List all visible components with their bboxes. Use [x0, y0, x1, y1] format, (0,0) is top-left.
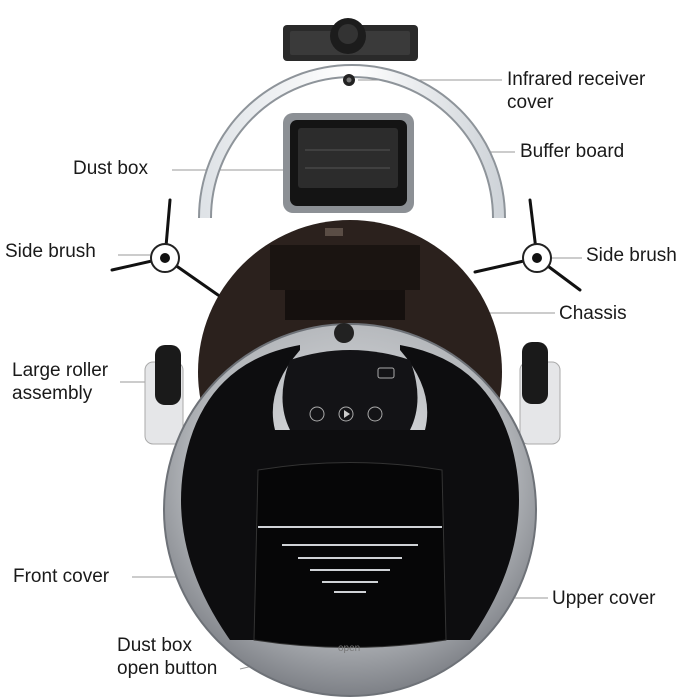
label-front-cover: Front cover — [13, 566, 110, 587]
label-line: Dust box — [117, 635, 192, 656]
label-dust-box-open-button: Dust box open button — [117, 634, 217, 680]
label-upper-cover: Upper cover — [552, 588, 656, 609]
side-brush-left — [110, 198, 220, 297]
label-line: Infrared receiver — [507, 69, 646, 90]
label-side-brush-left: Side brush — [5, 241, 96, 262]
open-button-text: open — [338, 643, 360, 654]
buffer-board — [198, 64, 506, 219]
label-dust-box: Dust box — [73, 158, 148, 179]
infrared-receiver-cover — [283, 18, 418, 61]
label-chassis: Chassis — [559, 303, 627, 324]
label-infrared-receiver-cover: Infrared receiver cover — [507, 68, 645, 114]
side-brush-right — [473, 198, 582, 292]
label-buffer-board: Buffer board — [520, 141, 625, 162]
large-roller-left — [144, 345, 184, 445]
label-line: assembly — [12, 383, 93, 404]
front-cover — [253, 462, 447, 648]
large-roller-right — [519, 342, 561, 445]
label-large-roller-assembly: Large roller assembly — [12, 359, 108, 405]
label-line: open button — [117, 658, 218, 679]
label-line: cover — [507, 92, 554, 113]
label-line: Large roller — [12, 360, 109, 381]
dust-box — [283, 113, 414, 213]
label-side-brush-right: Side brush — [586, 245, 677, 266]
